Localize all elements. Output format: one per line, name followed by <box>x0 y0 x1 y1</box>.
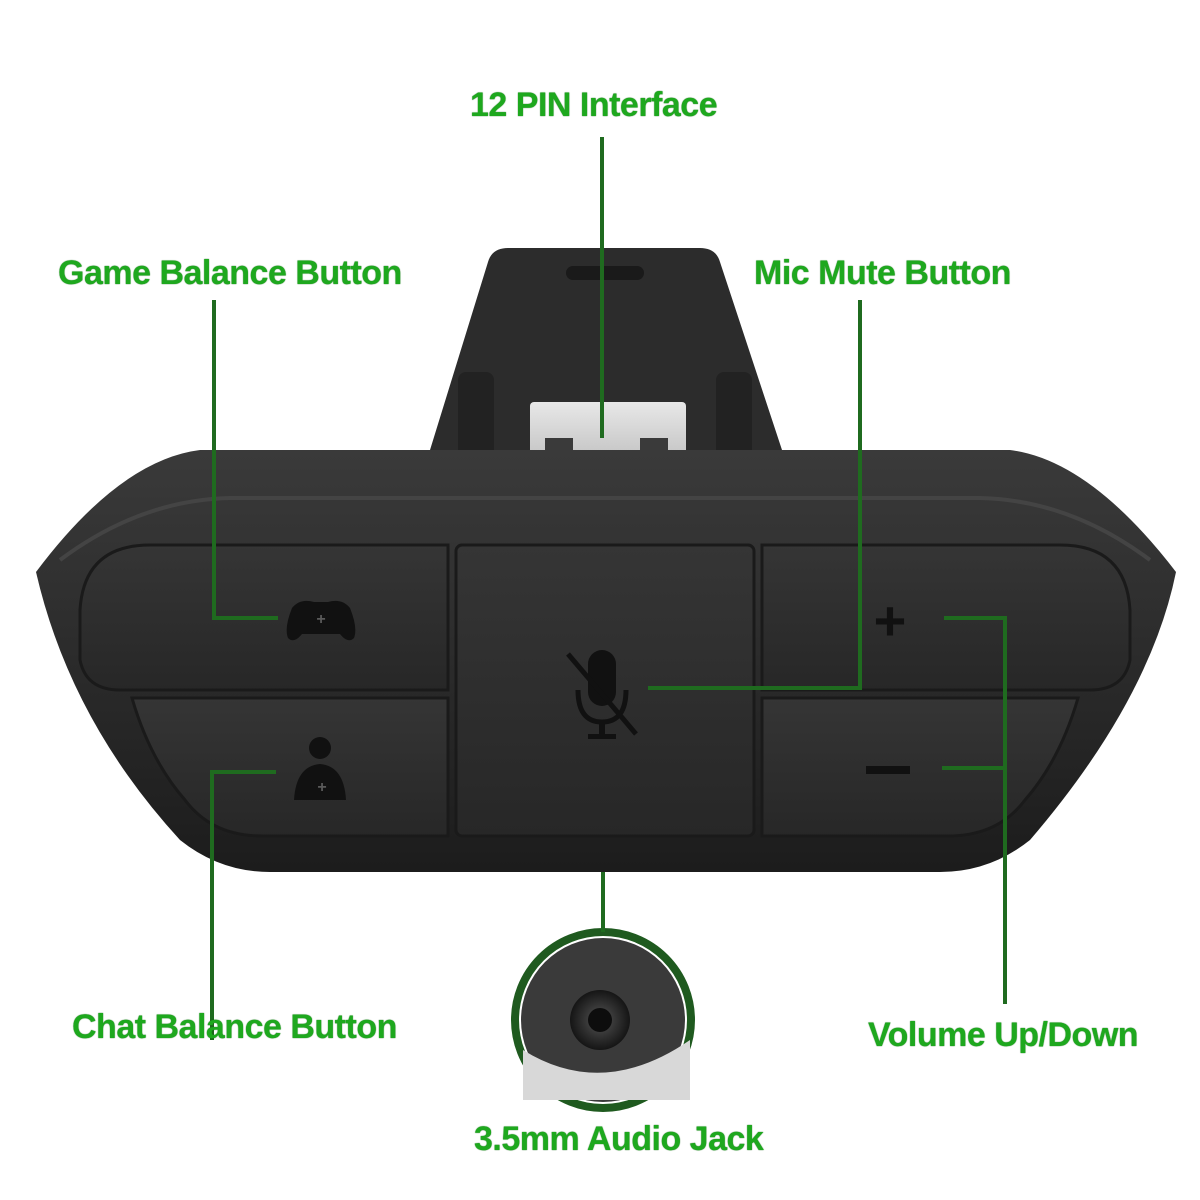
audio-jack-label: 3.5mm Audio Jack <box>474 1120 764 1158</box>
body-rim <box>58 496 1152 562</box>
connector-mount <box>430 248 782 450</box>
volume-down-symbol <box>866 766 910 774</box>
volume-label: Volume Up/Down <box>868 1016 1139 1054</box>
release-tab <box>566 266 644 280</box>
mic-mute-label: Mic Mute Button <box>754 254 1011 292</box>
controller-icon: + <box>286 600 356 641</box>
callout-lines <box>210 137 1007 1040</box>
mic-muted-icon <box>566 650 638 739</box>
callout-game <box>212 300 278 620</box>
pin-interface-label: 12 PIN Interface <box>470 86 718 124</box>
callout-mic <box>648 300 862 690</box>
audio-jack-inset <box>511 928 695 1112</box>
svg-text:+: + <box>316 611 325 628</box>
callout-volume <box>944 616 1007 1004</box>
person-add-icon: + <box>294 737 346 800</box>
game-balance-label: Game Balance Button <box>58 254 402 292</box>
volume-down-button[interactable] <box>760 696 1080 838</box>
chat-balance-label: Chat Balance Button <box>72 1008 397 1046</box>
callout-chat <box>210 770 276 1040</box>
volume-up-symbol: + <box>874 589 907 652</box>
svg-text:+: + <box>317 779 326 796</box>
